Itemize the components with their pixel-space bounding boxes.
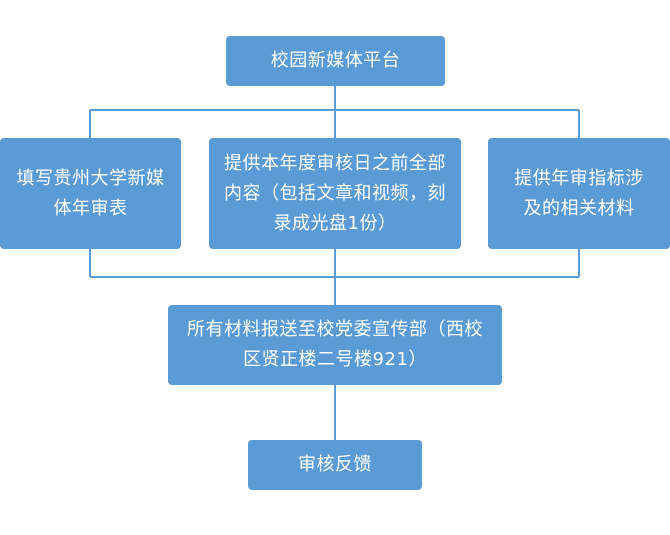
platform-node: 校园新媒体平台 (226, 36, 445, 86)
submit-node-label: 所有材料报送至校党委宣传部（西校区贤正楼二号楼921） (187, 319, 483, 370)
materials-node: 提供年审指标涉及的相关材料 (488, 138, 670, 249)
review-node-label: 审核反馈 (298, 454, 372, 475)
materials-node-label: 提供年审指标涉及的相关材料 (514, 167, 644, 219)
content-node-label: 提供本年度审核日之前全部内容（包括文章和视频，刻录成光盘1份） (224, 152, 446, 234)
review-node: 审核反馈 (248, 440, 422, 490)
content-node: 提供本年度审核日之前全部内容（包括文章和视频，刻录成光盘1份） (209, 138, 461, 249)
submit-node: 所有材料报送至校党委宣传部（西校区贤正楼二号楼921） (168, 305, 502, 385)
platform-node-label: 校园新媒体平台 (270, 50, 401, 71)
form-node-label: 填写贵州大学新媒体年审表 (16, 167, 165, 219)
form-node: 填写贵州大学新媒体年审表 (0, 138, 181, 249)
